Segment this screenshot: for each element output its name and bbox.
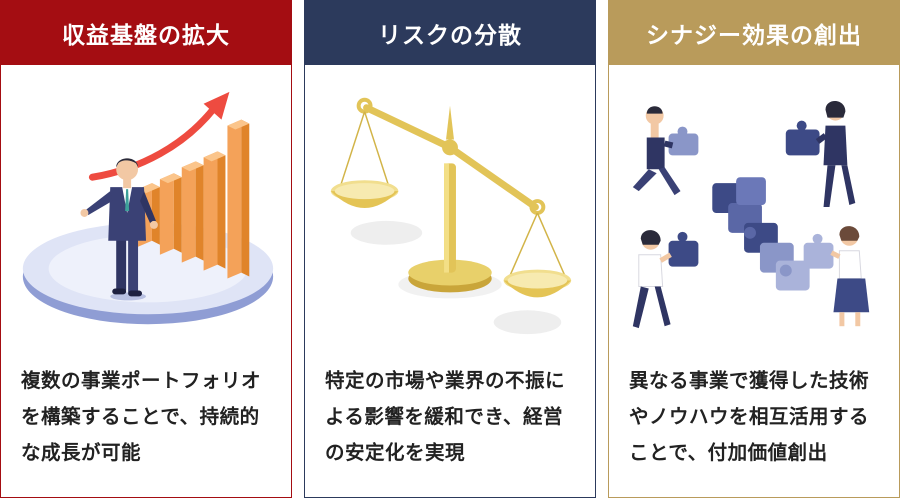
card-description: 特定の市場や業界の不振による影響を緩和でき、経営の安定化を実現 xyxy=(325,369,566,464)
card-title: 収益基盤の拡大 xyxy=(1,1,291,65)
card-title: シナジー効果の創出 xyxy=(609,1,899,65)
card-description: 複数の事業ポートフォリオを構築することで、持続的な成長が可能 xyxy=(21,369,262,464)
card-risk-diversification: リスクの分散 特定の市場や業界の不振による影響を緩和でき、経営の安定化を実現 xyxy=(304,0,596,498)
growth-chart-illustration xyxy=(22,91,274,325)
puzzle-people-illustration xyxy=(632,100,870,329)
card-revenue-base: 収益基盤の拡大 xyxy=(0,0,292,498)
card-description: 異なる事業で獲得した技術やノウハウを相互活用することで、付加価値創出 xyxy=(629,369,870,464)
card-synergy: シナジー効果の創出 xyxy=(608,0,900,498)
card-title: リスクの分散 xyxy=(305,1,595,65)
balance-scale-illustration xyxy=(330,97,572,335)
